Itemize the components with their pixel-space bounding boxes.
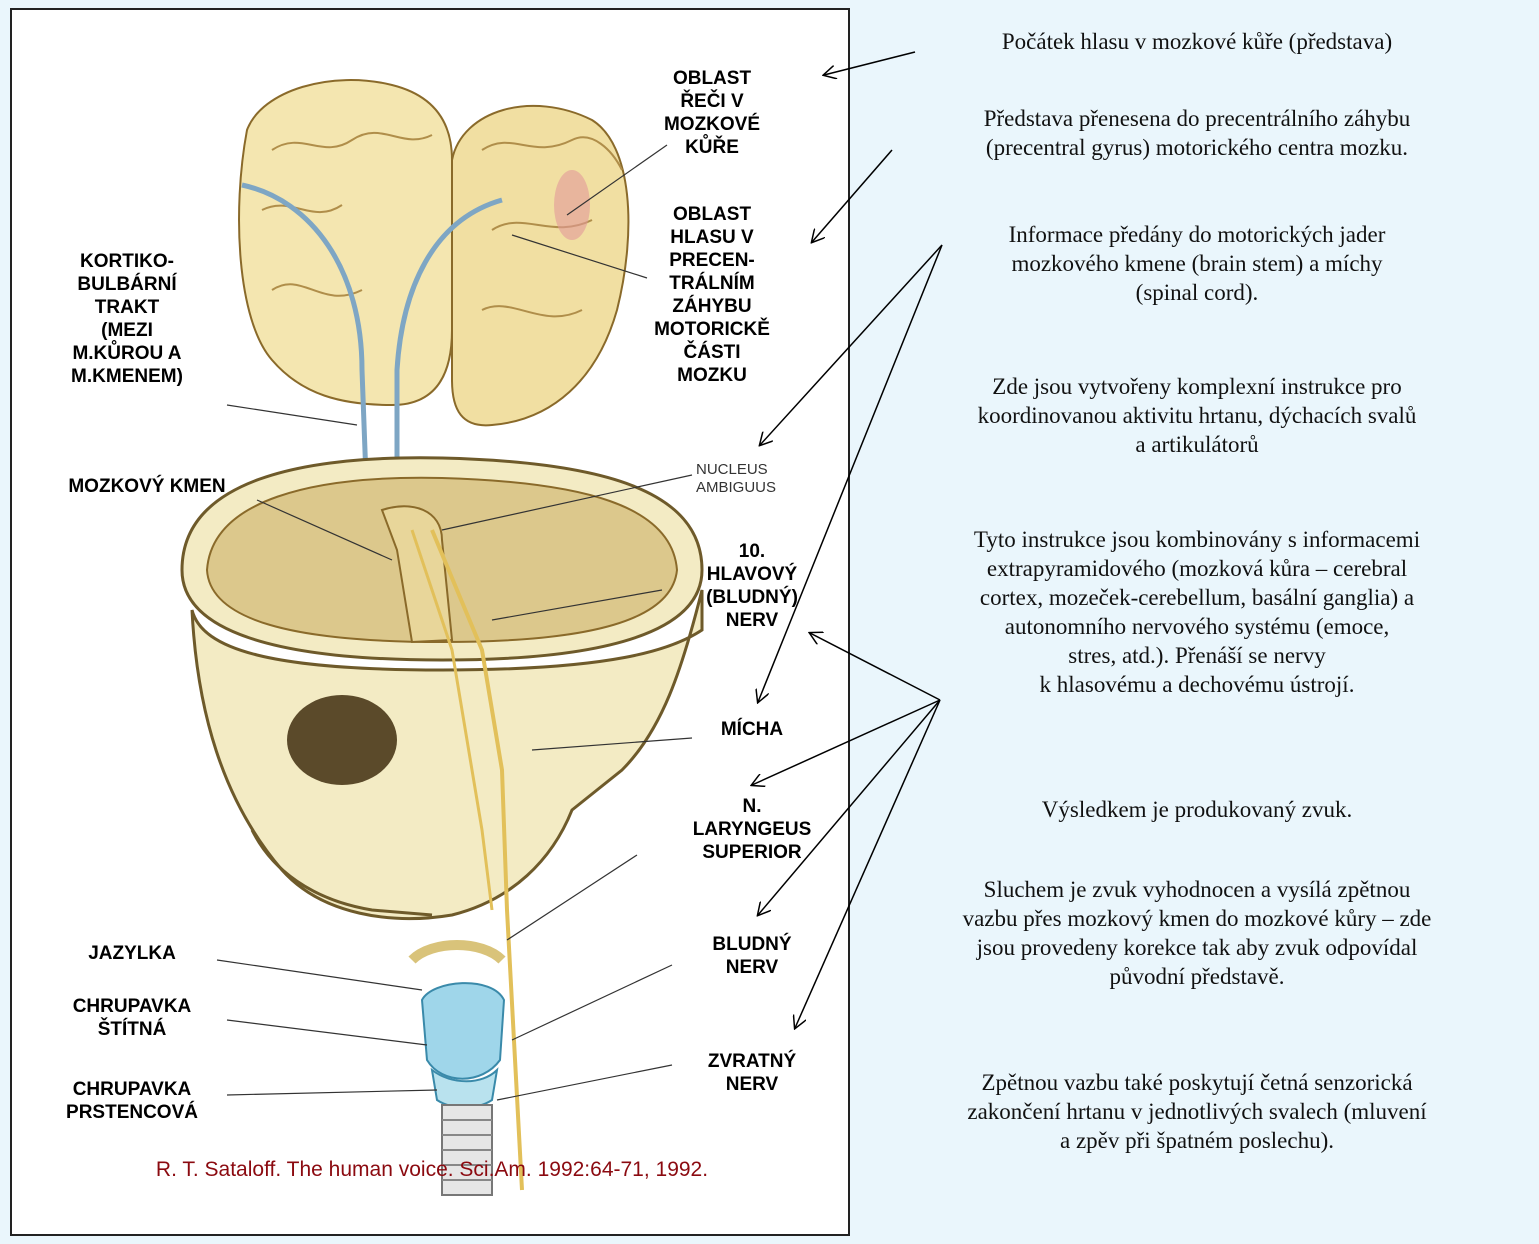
hyoid-bone — [412, 945, 502, 960]
step-1: Počátek hlasu v mozkové kůře (představa) — [862, 27, 1532, 56]
step-4: Zde jsou vytvořeny komplexní instrukce p… — [862, 372, 1532, 459]
step-7: Sluchem je zvuk vyhodnocen a vysílá zpět… — [858, 875, 1536, 991]
step-3: Informace předány do motorických jader m… — [862, 220, 1532, 307]
eye-socket — [287, 695, 397, 785]
label-corticobulbar-tract: KORTIKO- BULBÁRNÍ TRAKT (MEZI M.KŮROU A … — [37, 250, 217, 388]
thyroid-cartilage — [422, 983, 504, 1079]
label-vagus: BLUDNÝ NERV — [687, 933, 817, 979]
citation: R. T. Sataloff. The human voice. Sci.Am.… — [12, 1158, 852, 1182]
step-8: Zpětnou vazbu také poskytují četná senzo… — [862, 1068, 1532, 1155]
label-recurrent-nerve: ZVRATNÝ NERV — [687, 1050, 817, 1096]
label-spinal-cord: MÍCHA — [677, 718, 827, 741]
step-5: Tyto instrukce jsou kombinovány s inform… — [862, 525, 1532, 699]
label-brain-stem: MOZKOVÝ KMEN — [27, 475, 267, 498]
label-speech-area: OBLAST ŘEČI V MOZKOVÉ KŮŘE — [662, 67, 762, 159]
step-6: Výsledkem je produkovaný zvuk. — [862, 795, 1532, 824]
brain-right-hemisphere — [452, 106, 628, 425]
label-cricoid-cartilage: CHRUPAVKA PRSTENCOVÁ — [37, 1078, 227, 1124]
label-voice-area: OBLAST HLASU V PRECEN- TRÁLNÍM ZÁHYBU MO… — [652, 203, 772, 387]
label-nucleus-ambiguus: NUCLEUS AMBIGUUS — [696, 461, 816, 497]
speech-area-highlight — [554, 170, 590, 240]
label-hyoid: JAZYLKA — [67, 942, 197, 965]
label-thyroid-cartilage: CHRUPAVKA ŠTÍTNÁ — [47, 995, 217, 1041]
step-2: Představa přenesena do precentrálního zá… — [862, 104, 1532, 162]
figure-panel: OBLAST ŘEČI V MOZKOVÉ KŮŘE OBLAST HLASU … — [10, 8, 850, 1236]
label-vagus-10: 10. HLAVOVÝ (BLUDNÝ) NERV — [677, 540, 827, 632]
brain-left-hemisphere — [239, 80, 452, 405]
label-laryngeus-superior: N. LARYNGEUS SUPERIOR — [667, 795, 837, 864]
